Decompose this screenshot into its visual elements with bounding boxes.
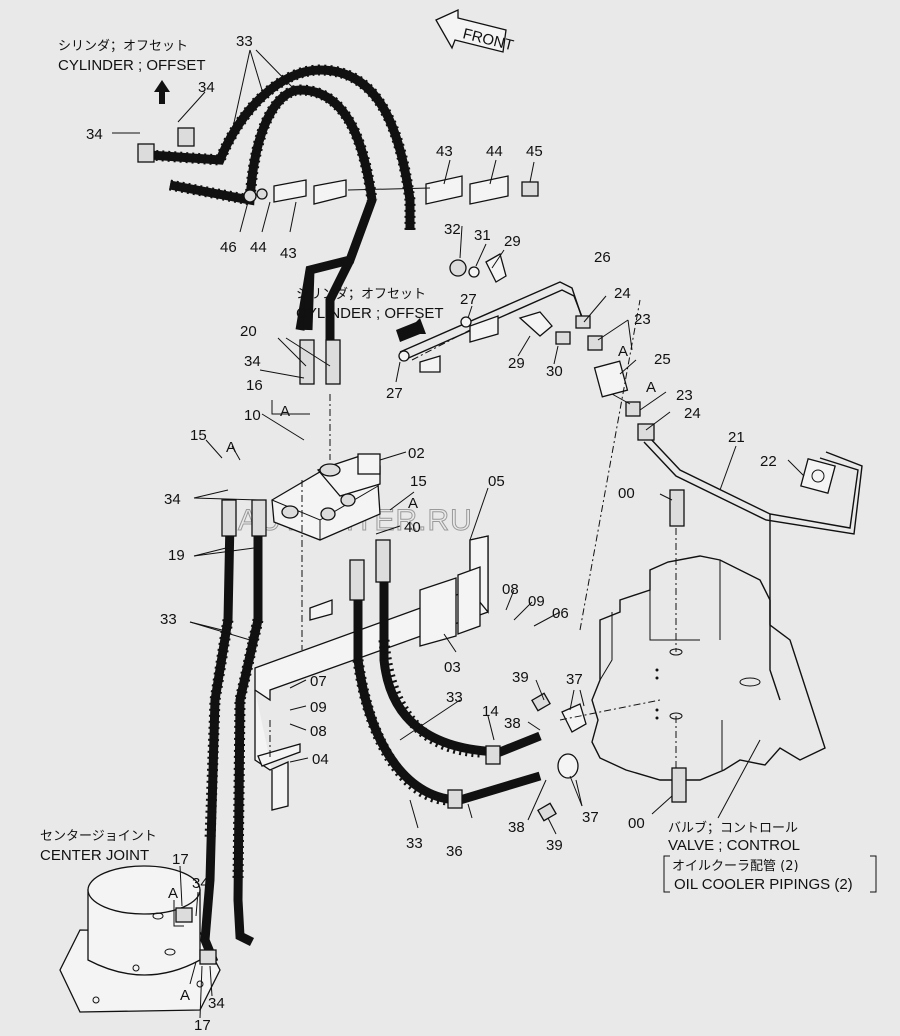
part-number: 04	[312, 751, 329, 768]
part-number: 14	[482, 703, 499, 720]
part-number: 27	[386, 385, 403, 402]
cooler-jp: オイルクーラ配管 (2)	[672, 859, 799, 874]
cyl-top-jp: シリンダ；オフセット	[58, 39, 188, 54]
part-number: A	[168, 885, 178, 902]
part-number: 02	[408, 445, 425, 462]
part-number: 07	[310, 673, 327, 690]
part-number: 09	[528, 593, 545, 610]
part-number: 23	[634, 311, 651, 328]
part-number: 06	[552, 605, 569, 622]
leader-lines	[112, 49, 805, 1019]
part-number: 38	[504, 715, 521, 732]
callout-cylinder-top: シリンダ；オフセット CYLINDER ; OFFSET	[58, 39, 206, 104]
part-number: 31	[474, 227, 491, 244]
front-arrow-icon: FRONT	[435, 8, 515, 54]
part-number: 32	[444, 221, 461, 238]
part-number: 08	[310, 723, 327, 740]
part-number: 44	[486, 143, 503, 160]
part-number: 33	[160, 611, 177, 628]
valve-en: VALVE ; CONTROL	[668, 837, 800, 854]
part-number: 34	[198, 79, 215, 96]
part-number: 34	[192, 875, 209, 892]
part-number: 19	[168, 547, 185, 564]
part-number: 43	[436, 143, 453, 160]
callout-valve-control: バルブ；コントロール VALVE ; CONTROL オイルクーラ配管 (2) …	[663, 820, 877, 893]
part-number: 23	[676, 387, 693, 404]
part-number: 36	[446, 843, 463, 860]
valve-block-02	[271, 453, 381, 541]
part-number: A	[180, 987, 190, 1004]
callout-cylinder-mid: シリンダ；オフセット CYLINDER ; OFFSET	[296, 287, 444, 322]
part-number: 40	[404, 519, 421, 536]
part-number: 26	[594, 249, 611, 266]
cyl-mid-en: CYLINDER ; OFFSET	[296, 305, 444, 322]
part-number: 25	[654, 351, 671, 368]
part-number: A	[226, 439, 236, 456]
part-number: 21	[728, 429, 745, 446]
part-number: 46	[220, 239, 237, 256]
oil-cooler-pipe-21	[643, 435, 863, 701]
part-number: 39	[512, 669, 529, 686]
part-number: 39	[546, 837, 563, 854]
part-number: 15	[190, 427, 207, 444]
hose-33-top	[137, 64, 416, 385]
part-number: 33	[236, 33, 253, 50]
part-number: 00	[628, 815, 645, 832]
part-number: 17	[172, 851, 189, 868]
cyl-top-en: CYLINDER ; OFFSET	[58, 57, 206, 74]
part-number: 15	[410, 473, 427, 490]
part-number: 34	[208, 995, 225, 1012]
part-number-labels: 33 34 34 43 44 45 46 44 43 32 31 29 26 2…	[86, 33, 777, 1034]
part-number: 45	[526, 143, 543, 160]
part-number: 17	[194, 1017, 211, 1034]
center-lines	[269, 299, 677, 770]
part-number: A	[408, 495, 418, 512]
arrow-up-icon	[154, 80, 170, 104]
part-number: 33	[406, 835, 423, 852]
part-number: 37	[582, 809, 599, 826]
part-number: A	[646, 379, 656, 396]
sensor-00	[669, 489, 687, 803]
part-number: 00	[618, 485, 635, 502]
part-number: 29	[508, 355, 525, 372]
part-number: 08	[502, 581, 519, 598]
part-number: 29	[504, 233, 521, 250]
callout-center-joint: センタージョイント CENTER JOINT	[40, 829, 157, 864]
clamp-plates	[243, 175, 539, 205]
part-number: 37	[566, 671, 583, 688]
part-number: 20	[240, 323, 257, 340]
mounting-bracket	[254, 535, 489, 811]
part-number: 27	[460, 291, 477, 308]
valve-jp: バルブ；コントロール	[668, 820, 798, 836]
part-number: 16	[246, 377, 263, 394]
part-number: 10	[244, 407, 261, 424]
center-joint	[59, 865, 221, 1013]
part-number: 34	[86, 126, 103, 143]
hose-33-lower	[349, 539, 587, 822]
center-jp: センタージョイント	[40, 829, 157, 844]
part-number: 33	[446, 689, 463, 706]
part-number: 34	[164, 491, 181, 508]
part-number: 38	[508, 819, 525, 836]
part-number: 43	[280, 245, 297, 262]
part-number: 03	[444, 659, 461, 676]
part-number: 09	[310, 699, 327, 716]
part-number: 34	[244, 353, 261, 370]
part-number: 44	[250, 239, 267, 256]
part-number: A	[618, 343, 628, 360]
part-number: 24	[684, 405, 701, 422]
part-number: A	[280, 403, 290, 420]
part-number: 22	[760, 453, 777, 470]
part-number: 30	[546, 363, 563, 380]
center-en: CENTER JOINT	[40, 847, 149, 864]
pipe-26-assembly	[396, 253, 655, 441]
part-number: 24	[614, 285, 631, 302]
cyl-mid-jp: シリンダ；オフセット	[296, 287, 426, 302]
part-number: 05	[488, 473, 505, 490]
control-valve-housing	[591, 555, 826, 781]
cooler-en: OIL COOLER PIPINGS (2)	[674, 876, 853, 893]
hose-19-33-left	[175, 499, 267, 965]
